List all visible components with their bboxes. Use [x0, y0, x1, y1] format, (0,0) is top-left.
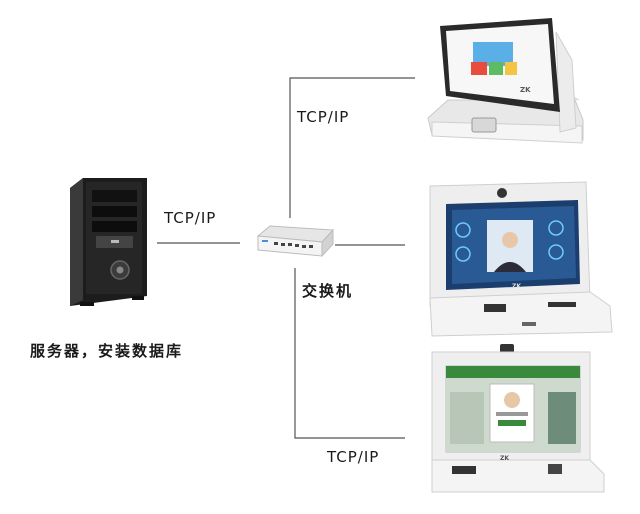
label-tcpip-server: TCP/IP — [164, 209, 217, 227]
svg-text:ZK: ZK — [512, 283, 521, 290]
line-switch-pos — [289, 77, 415, 218]
server-tower-icon — [70, 178, 147, 306]
face-recognition-terminal-icon: ZK — [429, 181, 613, 337]
svg-text:ZK: ZK — [500, 455, 509, 462]
network-switch-icon — [256, 225, 335, 258]
svg-text:ZK: ZK — [520, 86, 531, 94]
label-switch: 交换机 — [302, 282, 354, 300]
visitor-kiosk-icon: ZK — [431, 344, 605, 493]
connection-lines — [157, 77, 415, 439]
label-tcpip-face: TCP/IP — [327, 448, 380, 466]
pos-terminal-icon: ZK — [427, 18, 584, 144]
label-server: 服务器，安装数据库 — [30, 342, 184, 360]
label-tcpip-pos: TCP/IP — [297, 108, 350, 126]
line-switch-kiosk — [294, 268, 405, 439]
